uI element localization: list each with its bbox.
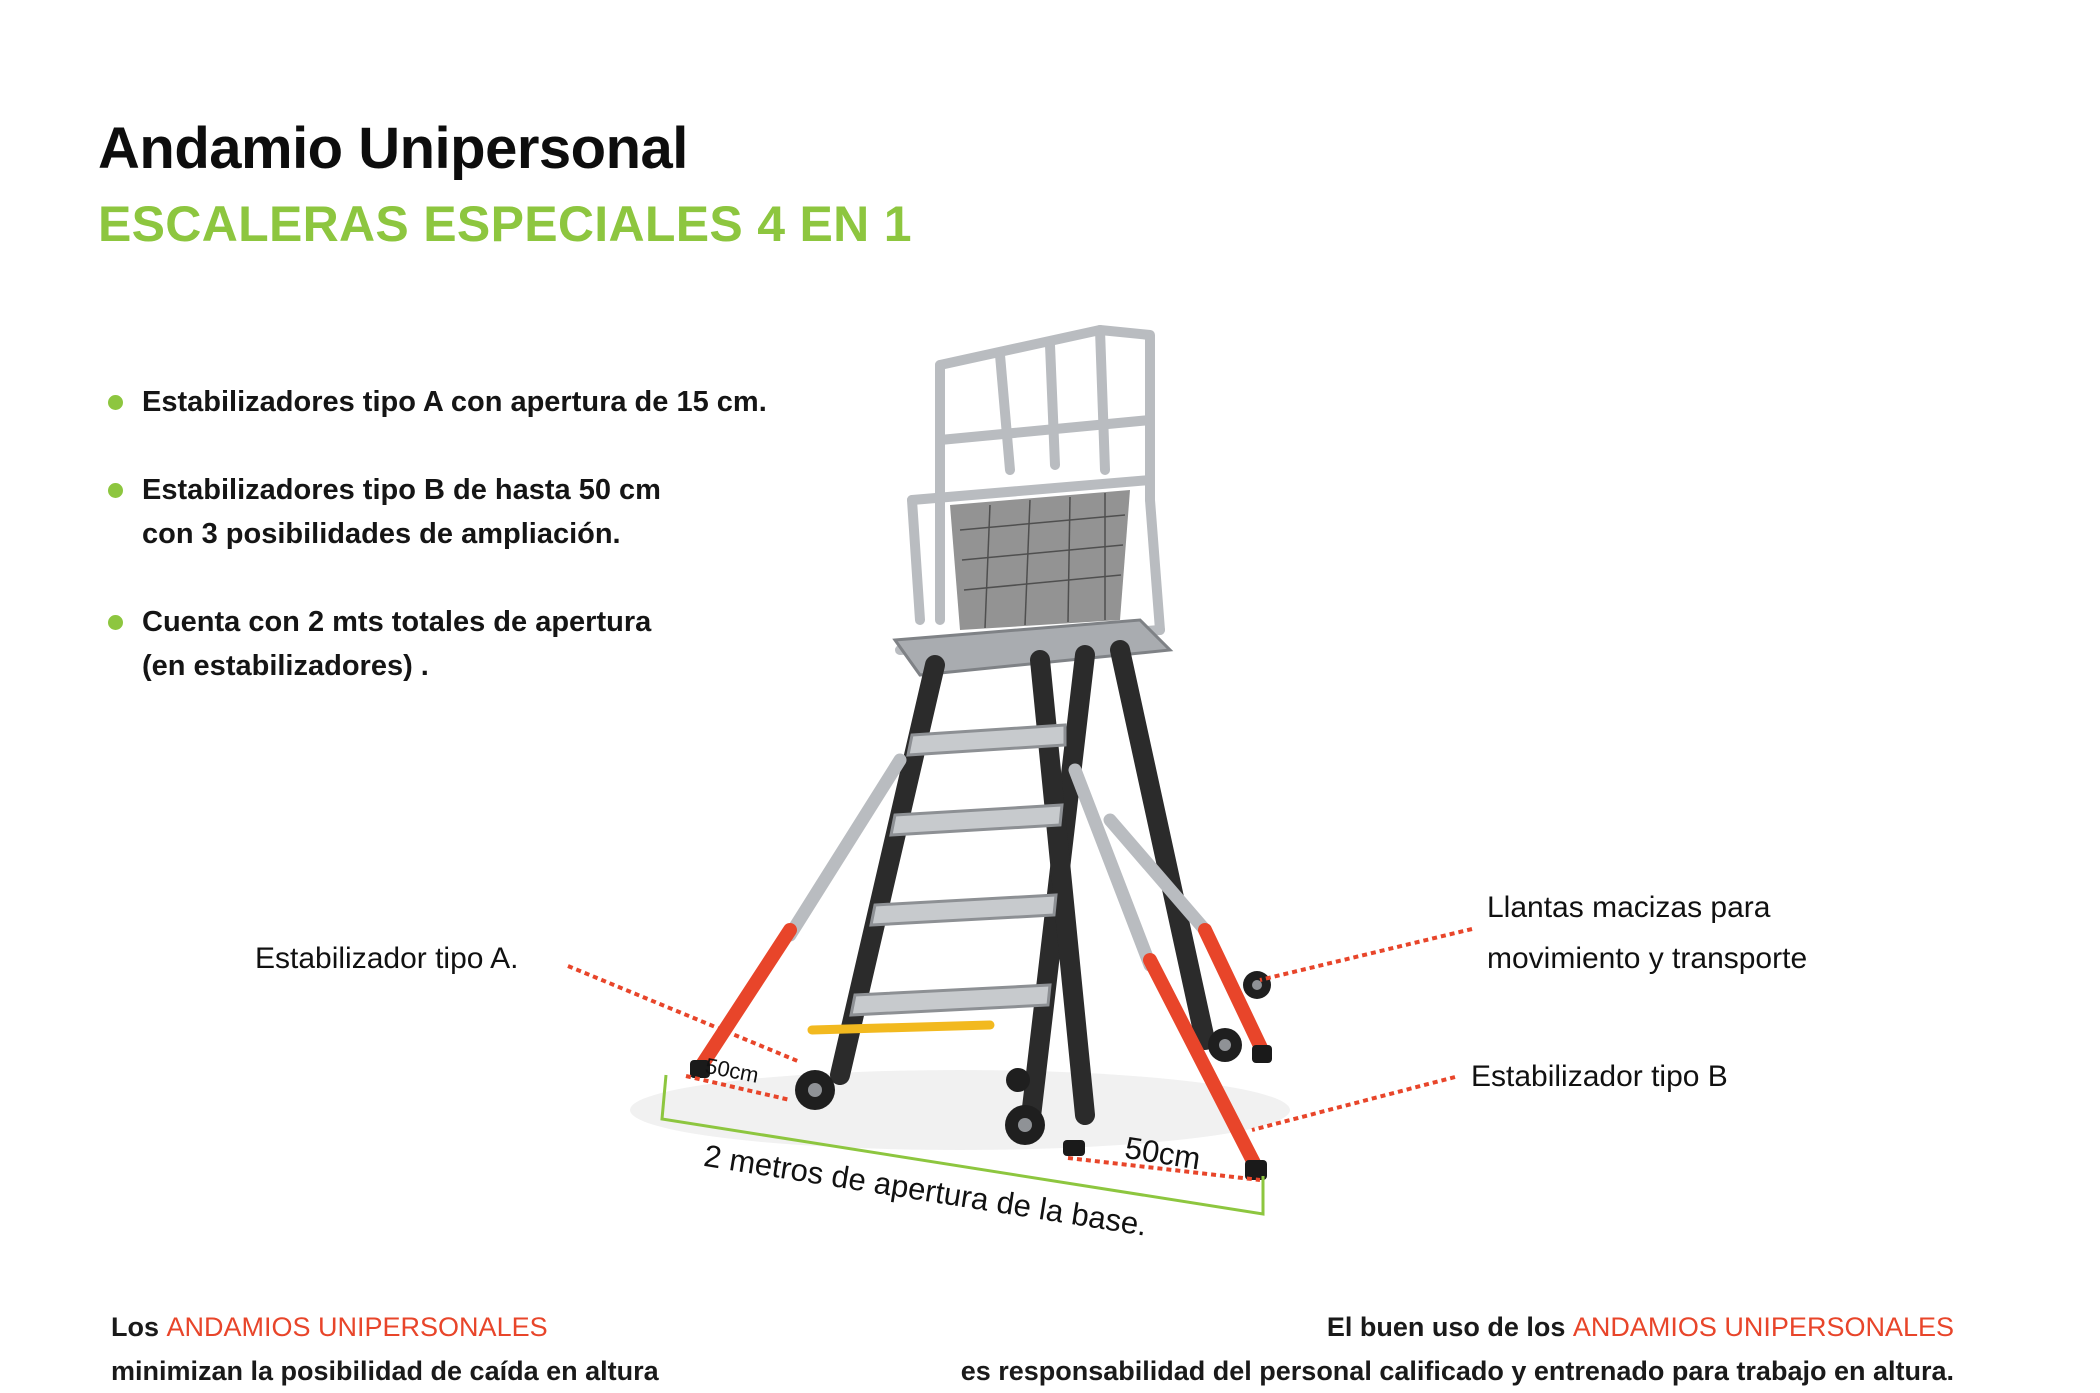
footer-note-right: El buen uso de los ANDAMIOS UNIPERSONALE… xyxy=(960,1312,1954,1386)
bullet-dot-icon xyxy=(108,615,123,630)
callout-stabilizer-a: Estabilizador tipo A. xyxy=(255,942,519,975)
feature-text: Estabilizadores tipo A con apertura de 1… xyxy=(142,386,767,418)
feature-item: Estabilizadores tipo A con apertura de 1… xyxy=(108,380,868,424)
leader-line-wheels xyxy=(1259,927,1473,982)
footer-highlight: ANDAMIOS UNIPERSONALES xyxy=(166,1312,548,1342)
page-subtitle: ESCALERAS ESPECIALES 4 EN 1 xyxy=(98,196,912,252)
feature-list: Estabilizadores tipo A con apertura de 1… xyxy=(108,380,868,732)
leader-line-stabilizer-a xyxy=(567,964,801,1064)
leader-line-stabilizer-b xyxy=(1251,1075,1456,1132)
feature-text: con 3 posibilidades de ampliación. xyxy=(142,518,621,550)
ladder-scaffold-icon xyxy=(630,325,1290,1180)
feature-text: (en estabilizadores) . xyxy=(142,650,429,682)
base-dimension-bracket xyxy=(660,1074,1265,1216)
bullet-dot-icon xyxy=(108,395,123,410)
footer-highlight: ANDAMIOS UNIPERSONALES xyxy=(1572,1312,1954,1342)
feature-text: Cuenta con 2 mts totales de apertura xyxy=(142,606,652,638)
feature-item: Cuenta con 2 mts totales de apertura (en… xyxy=(108,600,868,688)
callout-wheels: Llantas macizas para movimiento y transp… xyxy=(1487,891,1808,975)
feature-item: Estabilizadores tipo B de hasta 50 cm co… xyxy=(108,468,868,556)
callout-stabilizer-b: Estabilizador tipo B xyxy=(1471,1060,1728,1093)
feature-text: Estabilizadores tipo B de hasta 50 cm xyxy=(142,474,661,506)
page-title: Andamio Unipersonal xyxy=(98,116,688,181)
footer-note-left: Los ANDAMIOS UNIPERSONALES minimizan la … xyxy=(111,1312,659,1386)
bullet-dot-icon xyxy=(108,483,123,498)
